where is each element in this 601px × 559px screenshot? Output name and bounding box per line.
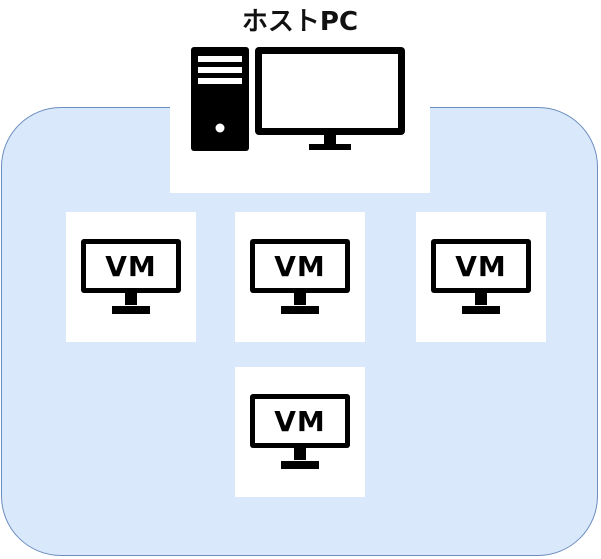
vm-label: VM: [105, 250, 157, 283]
host-pc-node: [170, 37, 430, 193]
vm-label: VM: [274, 405, 326, 438]
monitor-icon: [431, 239, 531, 314]
host-pc-title: ホストPC: [241, 7, 359, 37]
vm-label: VM: [274, 250, 326, 283]
monitor-icon: [250, 394, 350, 469]
desktop-computer-icon: [191, 47, 405, 151]
monitor-icon: [81, 239, 181, 314]
vm-node: VM: [66, 212, 196, 342]
vm-node: VM: [235, 212, 365, 342]
monitor-icon: [250, 239, 350, 314]
vm-node: VM: [416, 212, 546, 342]
vm-label: VM: [455, 250, 507, 283]
vm-node: VM: [235, 367, 365, 497]
